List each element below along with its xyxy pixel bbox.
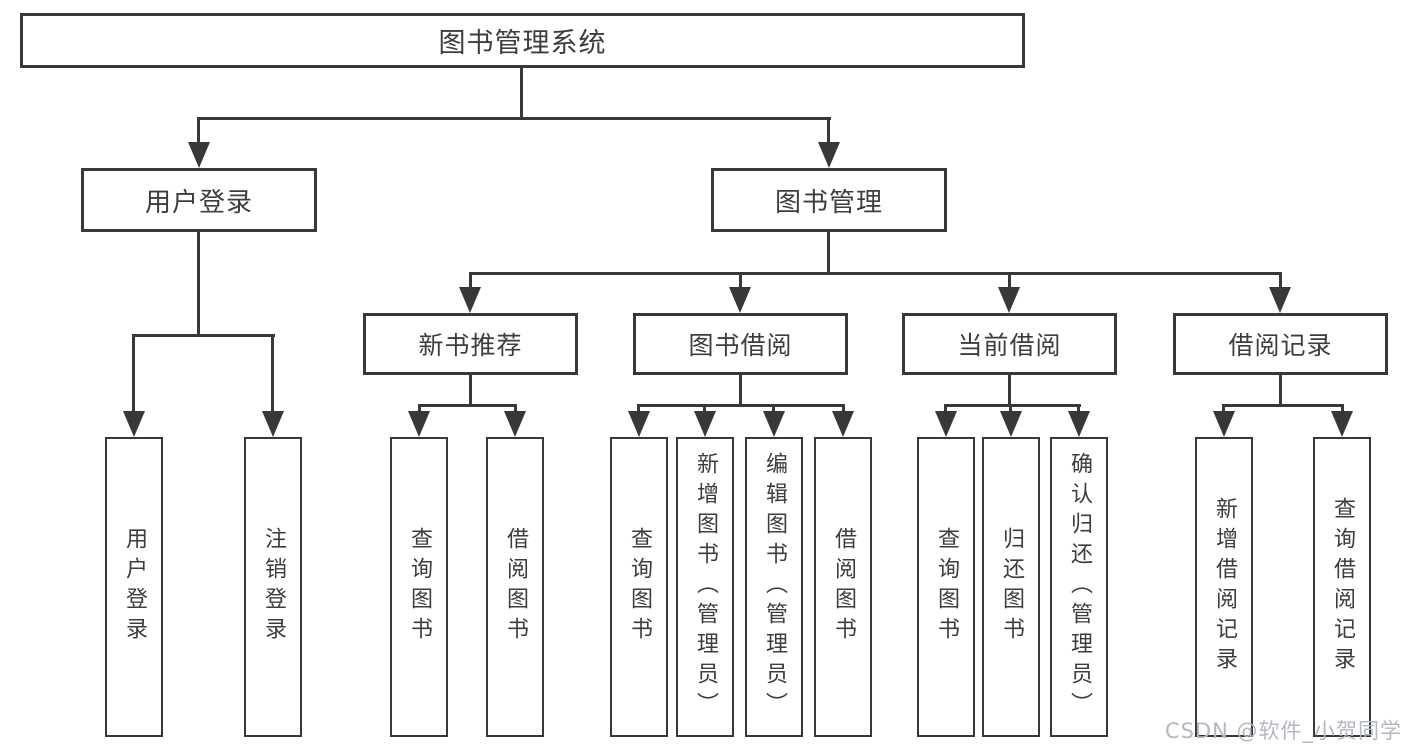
connector-recommend-rail bbox=[418, 404, 517, 407]
arrowhead-down-icon bbox=[123, 411, 145, 437]
node-book-management: 图书管理 bbox=[711, 168, 947, 232]
arrowhead-down-icon bbox=[729, 287, 751, 313]
leaf-label: 查询借阅记录 bbox=[1330, 497, 1355, 677]
leaf-borrow-books: 借阅图书 bbox=[814, 437, 872, 737]
connector-drop-leaf bbox=[637, 404, 640, 416]
node-book-borrow: 图书借阅 bbox=[633, 313, 848, 375]
connector-drop-level3 bbox=[1279, 272, 1282, 290]
connector-drop-leaf bbox=[1222, 404, 1225, 416]
connector-current-rail bbox=[944, 404, 1081, 407]
leaf-return-books: 归还图书 bbox=[982, 437, 1040, 737]
leaf-label: 用户登录 bbox=[122, 527, 147, 647]
arrowhead-down-icon bbox=[1269, 287, 1291, 313]
arrowhead-down-icon bbox=[188, 142, 210, 168]
csdn-watermark: CSDN @软件_小贺同学 bbox=[1164, 719, 1402, 743]
leaf-edit-books-admin: 编辑图书（管理员） bbox=[745, 437, 803, 737]
leaf-label: 借阅图书 bbox=[831, 527, 856, 647]
arrowhead-down-icon bbox=[408, 411, 430, 437]
node-borrow-records: 借阅记录 bbox=[1173, 313, 1388, 375]
leaf-query-books-recommend: 查询图书 bbox=[390, 437, 448, 737]
connector-user-login-rail bbox=[132, 334, 275, 337]
connector-records-stem bbox=[1279, 373, 1282, 407]
leaf-label: 查询图书 bbox=[934, 527, 959, 647]
leaf-query-books-borrow: 查询图书 bbox=[610, 437, 668, 737]
arrowhead-down-icon bbox=[262, 411, 284, 437]
arrowhead-down-icon bbox=[1068, 411, 1090, 437]
leaf-label: 新增借阅记录 bbox=[1212, 497, 1237, 677]
leaf-query-borrow-record: 查询借阅记录 bbox=[1313, 437, 1371, 737]
connector-drop-book-management bbox=[827, 117, 830, 145]
connector-drop-leaf bbox=[418, 404, 421, 416]
node-current-borrow: 当前借阅 bbox=[902, 313, 1117, 375]
connector-drop-leaf bbox=[703, 404, 706, 416]
leaf-borrow-books-recommend: 借阅图书 bbox=[486, 437, 544, 737]
leaf-query-books-current: 查询图书 bbox=[917, 437, 975, 737]
arrowhead-down-icon bbox=[1331, 411, 1353, 437]
connector-root-stem bbox=[520, 66, 523, 119]
connector-drop-leaf bbox=[944, 404, 947, 416]
leaf-label: 确认归还（管理员） bbox=[1067, 452, 1092, 722]
leaf-add-borrow-record: 新增借阅记录 bbox=[1195, 437, 1253, 737]
connector-recommend-stem bbox=[469, 373, 472, 407]
connector-drop-leaf bbox=[1341, 404, 1344, 416]
node-new-book-recommend: 新书推荐 bbox=[363, 313, 578, 375]
connector-book-management-stem bbox=[827, 230, 830, 275]
connector-drop-leaf bbox=[271, 334, 274, 414]
connector-drop-user-login bbox=[197, 117, 200, 145]
leaf-label: 查询图书 bbox=[407, 527, 432, 647]
arrowhead-down-icon bbox=[628, 411, 650, 437]
connector-borrow-stem bbox=[739, 373, 742, 407]
arrowhead-down-icon bbox=[459, 287, 481, 313]
leaf-logout: 注销登录 bbox=[244, 437, 302, 737]
leaf-label: 编辑图书（管理员） bbox=[762, 452, 787, 722]
leaf-label: 新增图书（管理员） bbox=[693, 452, 718, 722]
leaf-label: 归还图书 bbox=[999, 527, 1024, 647]
leaf-user-login: 用户登录 bbox=[105, 437, 163, 737]
arrowhead-down-icon bbox=[935, 411, 957, 437]
leaf-label: 注销登录 bbox=[261, 527, 286, 647]
connector-drop-leaf bbox=[772, 404, 775, 416]
connector-drop-leaf bbox=[842, 404, 845, 416]
connector-root-rail bbox=[198, 117, 831, 120]
arrowhead-down-icon bbox=[998, 287, 1020, 313]
connector-drop-level3 bbox=[739, 272, 742, 290]
arrowhead-down-icon bbox=[694, 411, 716, 437]
arrowhead-down-icon bbox=[1213, 411, 1235, 437]
arrowhead-down-icon bbox=[818, 142, 840, 168]
connector-user-login-stem bbox=[197, 230, 200, 337]
leaf-label: 查询图书 bbox=[627, 527, 652, 647]
connector-drop-leaf bbox=[132, 334, 135, 414]
connector-drop-leaf bbox=[514, 404, 517, 416]
node-user-login: 用户登录 bbox=[81, 168, 317, 232]
connector-borrow-rail bbox=[637, 404, 845, 407]
connector-drop-leaf bbox=[1009, 404, 1012, 416]
connector-current-stem bbox=[1008, 373, 1011, 407]
leaf-confirm-return-admin: 确认归还（管理员） bbox=[1050, 437, 1108, 737]
connector-drop-leaf bbox=[1077, 404, 1080, 416]
connector-records-rail bbox=[1222, 404, 1344, 407]
leaf-add-books-admin: 新增图书（管理员） bbox=[676, 437, 734, 737]
arrowhead-down-icon bbox=[832, 411, 854, 437]
arrowhead-down-icon bbox=[1000, 411, 1022, 437]
connector-book-management-rail bbox=[469, 272, 1281, 275]
connector-drop-level3 bbox=[1008, 272, 1011, 290]
arrowhead-down-icon bbox=[763, 411, 785, 437]
arrowhead-down-icon bbox=[504, 411, 526, 437]
node-root: 图书管理系统 bbox=[20, 13, 1025, 68]
leaf-label: 借阅图书 bbox=[503, 527, 528, 647]
connector-drop-level3 bbox=[469, 272, 472, 290]
